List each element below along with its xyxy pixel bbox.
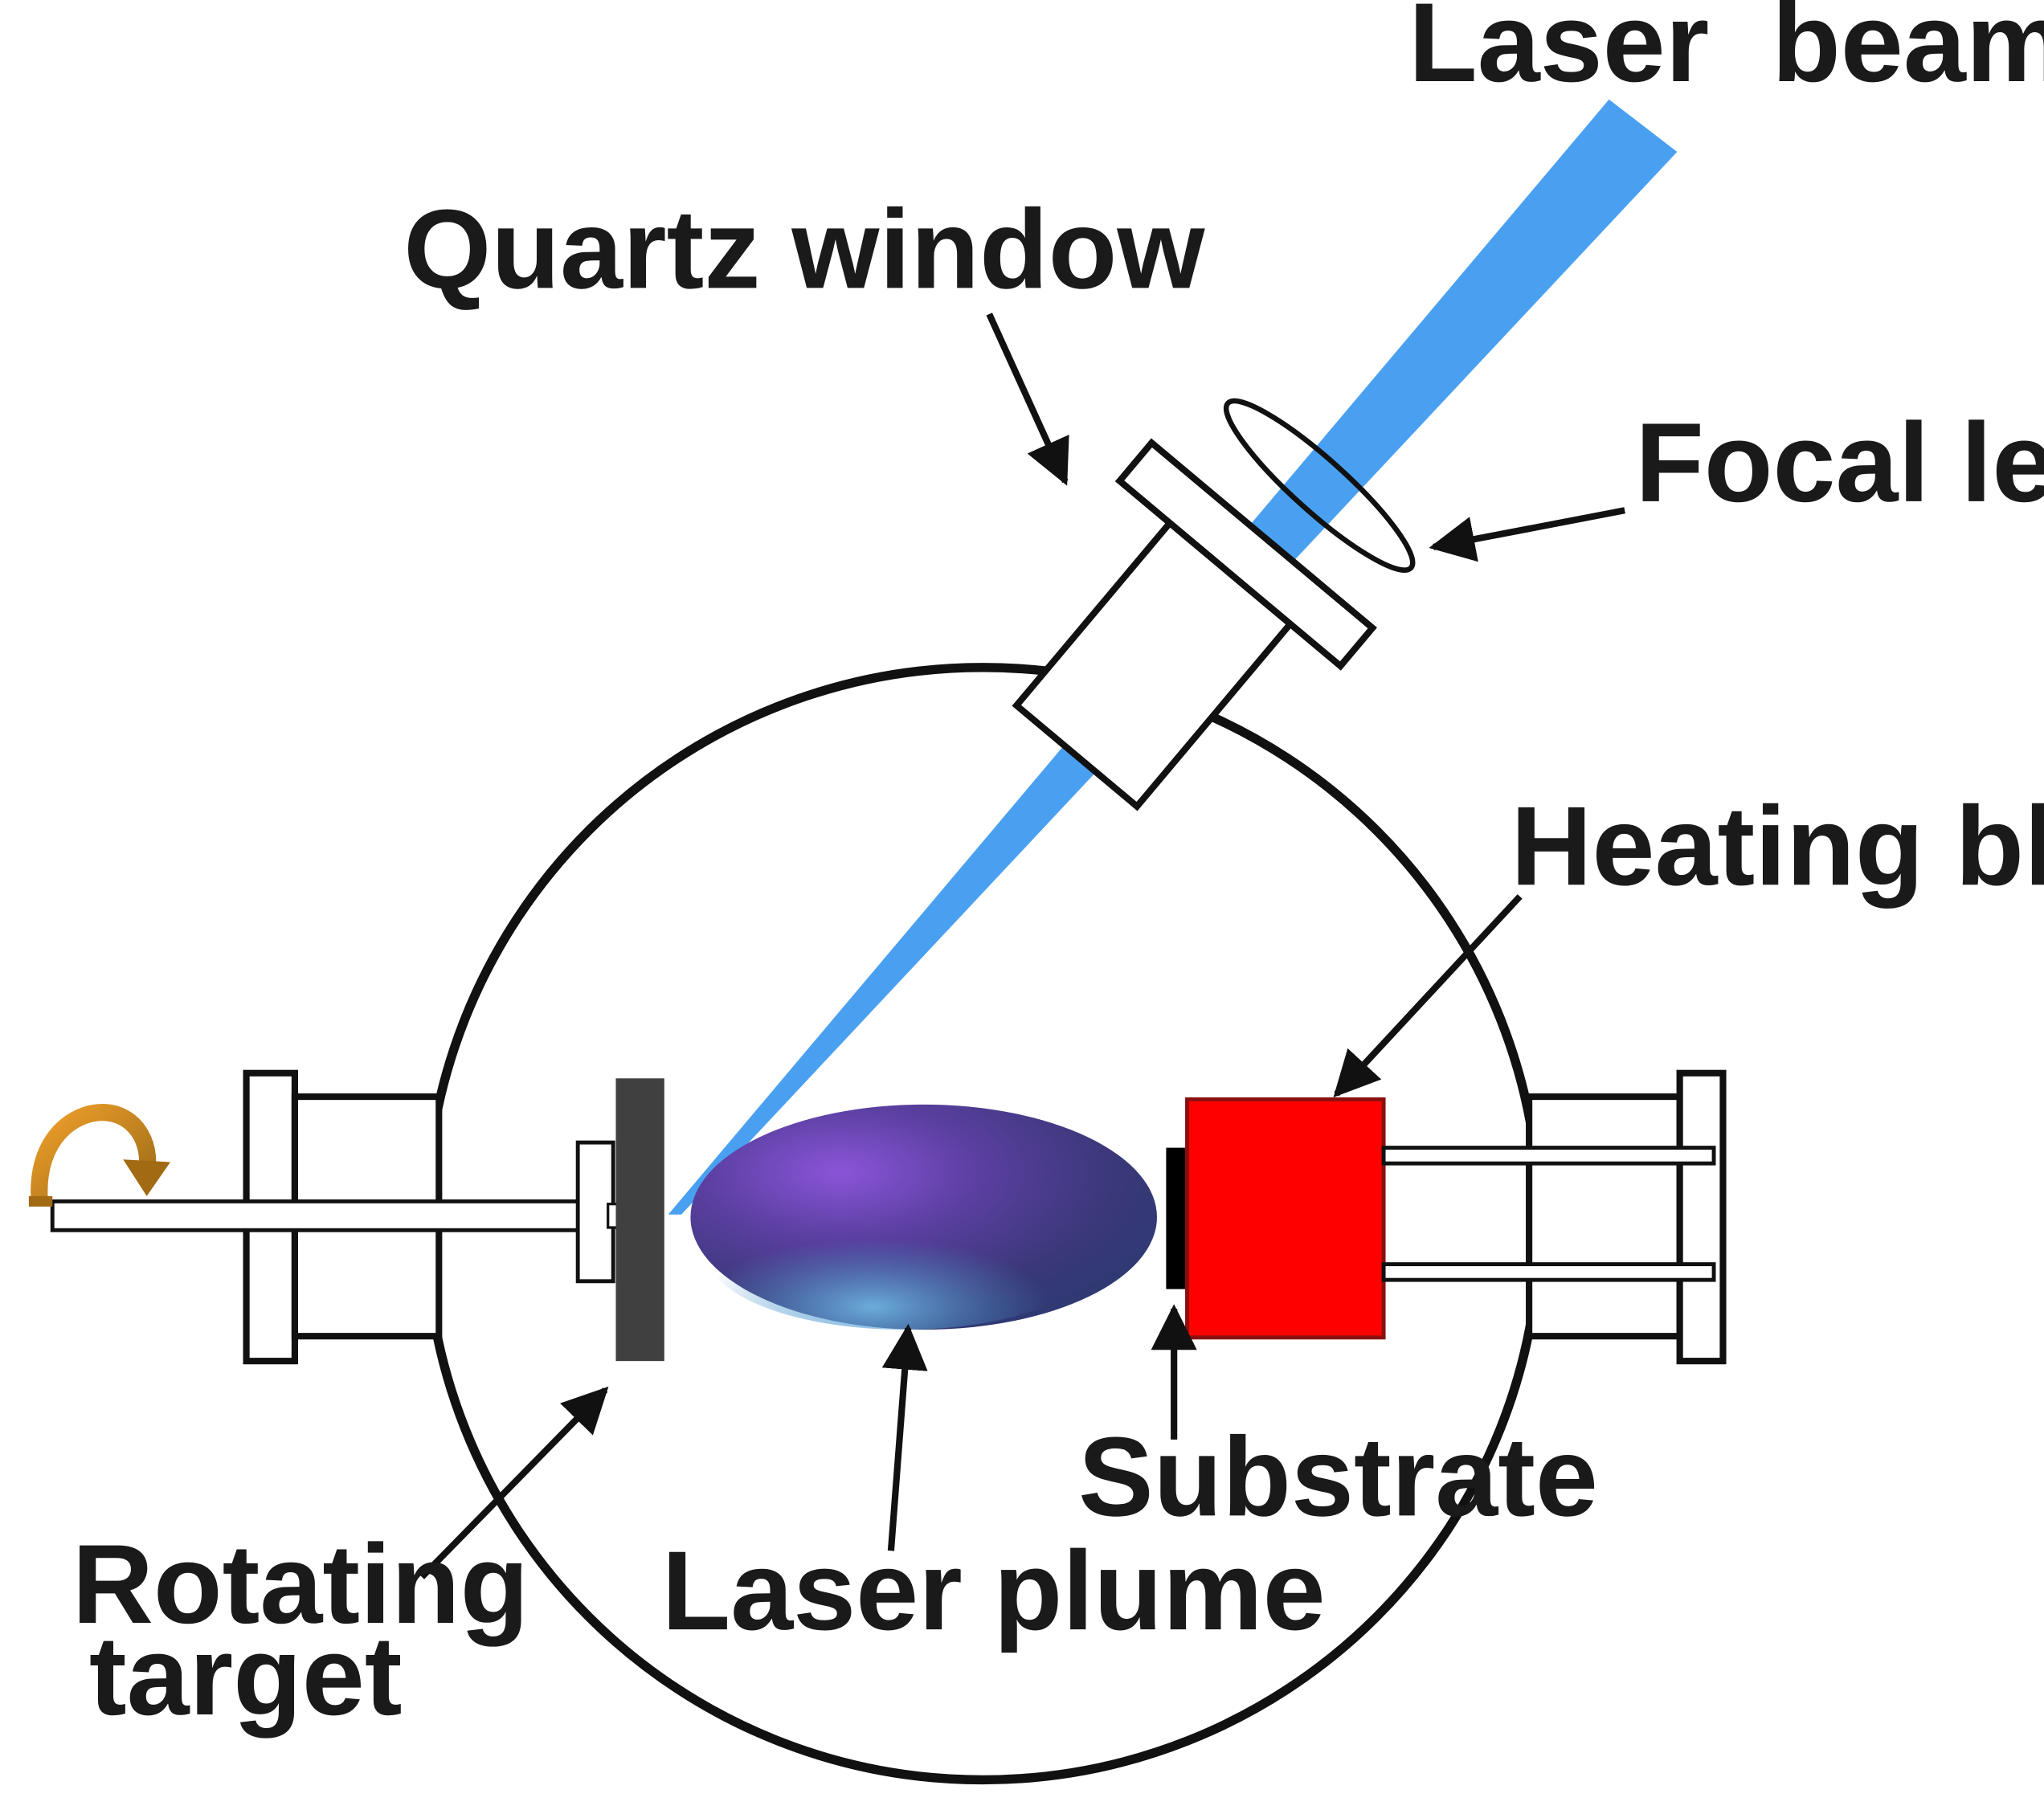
heating-block-arrow bbox=[1333, 894, 1523, 1098]
right-port-flange bbox=[1676, 1069, 1727, 1365]
quartz-window-label: Quartz window bbox=[403, 186, 1205, 312]
focal-lens bbox=[1223, 398, 1416, 573]
focal-lens-label: Focal lens bbox=[1635, 399, 2044, 525]
right-port-tube bbox=[1526, 1093, 1683, 1340]
laser-plume bbox=[690, 1104, 1157, 1330]
curved-rotation-arrow-icon bbox=[28, 1104, 170, 1207]
rotating-target-label-line1: Rotating bbox=[72, 1521, 529, 1647]
laser-plume-label: Laser plume bbox=[662, 1527, 1326, 1653]
heating-block bbox=[1185, 1097, 1386, 1340]
laser-plume-arrow bbox=[881, 1323, 928, 1551]
quartz-window bbox=[1114, 438, 1377, 671]
left-port bbox=[50, 1069, 664, 1365]
quartz-window-arrow bbox=[986, 313, 1069, 486]
focal-lens-arrow bbox=[1429, 507, 1625, 562]
rotating-target-arrow bbox=[419, 1386, 609, 1579]
heater-rod-bottom bbox=[1381, 1262, 1716, 1282]
rotating-target bbox=[615, 1078, 664, 1362]
heating-block-label: Heating block bbox=[1511, 782, 2044, 909]
substrate bbox=[1166, 1147, 1188, 1289]
quartz-window-port bbox=[1012, 438, 1377, 811]
rotating-target-label-line2: target bbox=[89, 1612, 403, 1739]
heater-rod-top bbox=[1381, 1146, 1716, 1166]
right-port bbox=[1381, 1069, 1727, 1365]
substrate-label: Substrate bbox=[1078, 1413, 1598, 1539]
laser-beam-label: Laser beam bbox=[1408, 0, 2044, 105]
target-rod bbox=[50, 1199, 583, 1232]
leader-arrows bbox=[419, 313, 1625, 1579]
